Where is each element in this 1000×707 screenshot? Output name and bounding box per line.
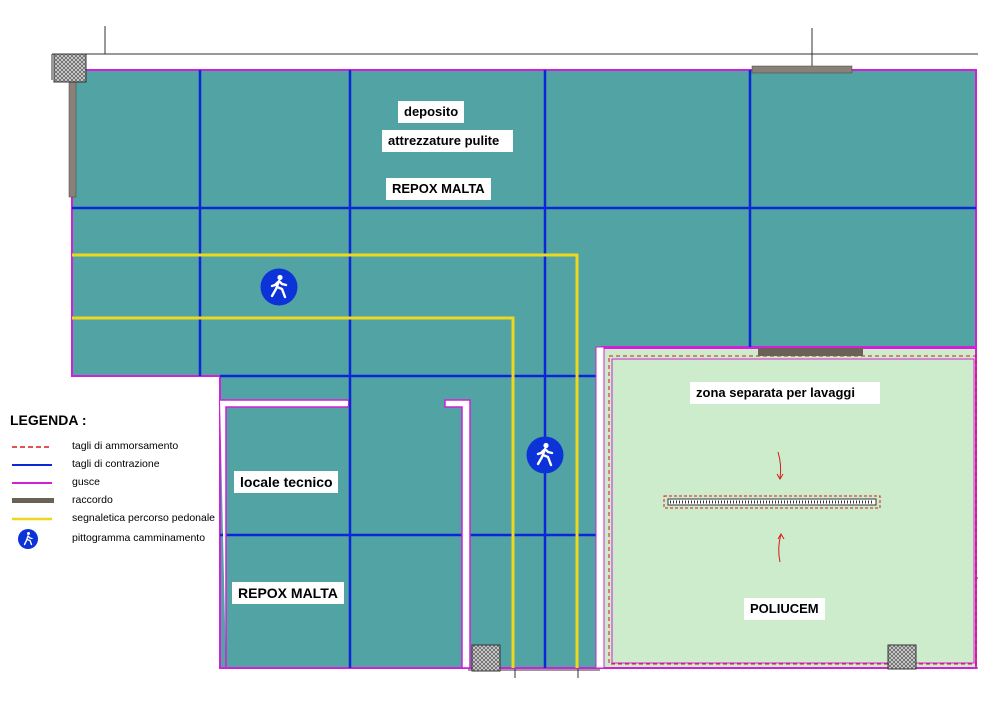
dashed-red-line-icon [12,446,52,448]
legend-label: segnaletica percorso pedonale [72,512,216,524]
contraction-joints [72,70,976,668]
legend-label: tagli di contrazione [72,458,160,470]
legend-item: tagli di contrazione [10,456,250,474]
material-label-repox-bottom: REPOX MALTA [232,582,344,604]
blue-line-icon [12,464,52,466]
legend-item: raccordo [10,492,250,510]
walking-pictogram-icon [526,436,564,474]
legend-label: tagli di ammorsamento [72,440,179,452]
slope-arrows [776,451,785,563]
brown-bar-icon [12,498,54,503]
material-label-repox-top: REPOX MALTA [386,178,491,200]
legend-item: segnaletica percorso pedonale [10,510,250,528]
legend-label: pittogramma camminamento [72,532,206,544]
room-label-zona-lavaggi: zona separata per lavaggi [690,382,880,404]
legend: LEGENDA : tagli di ammorsamento tagli di… [10,412,250,550]
legend-label: raccordo [72,494,113,506]
walking-pictogram-icon [260,268,298,306]
inner-walls [220,346,605,669]
drain-channel [663,495,881,509]
walking-pictogram-icon [18,529,38,549]
legend-title: LEGENDA : [10,412,87,428]
pedestrian-path-signage [72,253,579,668]
room-label-deposito: deposito [398,101,465,123]
legend-item: pittogramma camminamento [10,528,250,550]
structural-columns [53,53,917,672]
legend-label: gusce [72,476,101,488]
room-label-locale-tecnico: locale tecnico [234,471,338,493]
legend-item: gusce [10,474,250,492]
legend-item: tagli di ammorsamento [10,438,250,456]
yellow-line-icon [12,517,52,521]
wash-zone-inner-cove [611,358,975,664]
room-label-attrezzature: attrezzature pulite [382,130,513,152]
magenta-line-icon [12,482,52,484]
material-label-poliucem: POLIUCEM [744,598,825,620]
